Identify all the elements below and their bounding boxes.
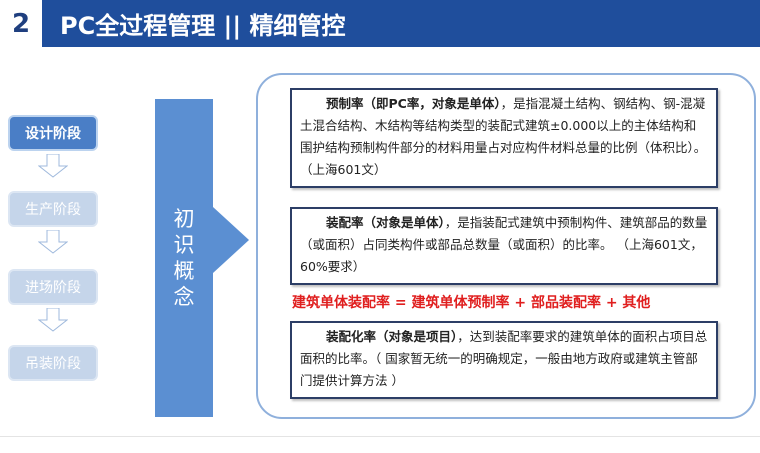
stage-hoisting[interactable]: 吊装阶段 <box>8 345 98 381</box>
definition-text: ，是指混凝土结构、钢结构、钢-混凝土混合结构、木结构等结构类型的装配式建筑±0.… <box>300 96 707 177</box>
stage-site-entry[interactable]: 进场阶段 <box>8 269 98 305</box>
definition-text: ，是指装配式建筑中预制构件、建筑部品的数量（或面积）占同类构件或部品总数量（或面… <box>300 215 708 274</box>
stage-production[interactable]: 生产阶段 <box>8 191 98 227</box>
definition-term: 装配率（对象是单体） <box>326 215 445 230</box>
arrow-down-icon <box>38 154 68 178</box>
assembly-rate-formula: 建筑单体装配率 = 建筑单体预制率 + 部品装配率 + 其他 <box>292 295 651 311</box>
definition-prefabrication-rate: 预制率（即PC率，对象是单体），是指混凝土结构、钢结构、钢-混凝土混合结构、木结… <box>290 88 718 188</box>
definition-assembly-rate: 装配率（对象是单体），是指装配式建筑中预制构件、建筑部品的数量（或面积）占同类构… <box>290 207 718 285</box>
definition-term: 预制率（即PC率，对象是单体） <box>326 96 501 111</box>
arrow-down-icon <box>38 308 68 332</box>
arrow-down-icon <box>38 230 68 254</box>
page-title: PC全过程管理 || 精细管控 <box>42 0 760 47</box>
concept-block: 初识概念 <box>155 99 213 417</box>
definition-text: ，达到装配率要求的建筑单体的面积占项目总面积的比率。（ 国家暂无统一的明确规定，… <box>300 329 708 388</box>
definition-term: 装配化率（对象是项目） <box>326 329 458 344</box>
footer-divider <box>0 436 760 437</box>
arrow-right-icon <box>213 207 249 273</box>
definition-assembly-ratio: 装配化率（对象是项目），达到装配率要求的建筑单体的面积占项目总面积的比率。（ 国… <box>290 321 718 399</box>
stage-design[interactable]: 设计阶段 <box>8 115 98 151</box>
section-number: 2 <box>11 8 31 39</box>
concept-label: 初识概念 <box>173 207 195 309</box>
